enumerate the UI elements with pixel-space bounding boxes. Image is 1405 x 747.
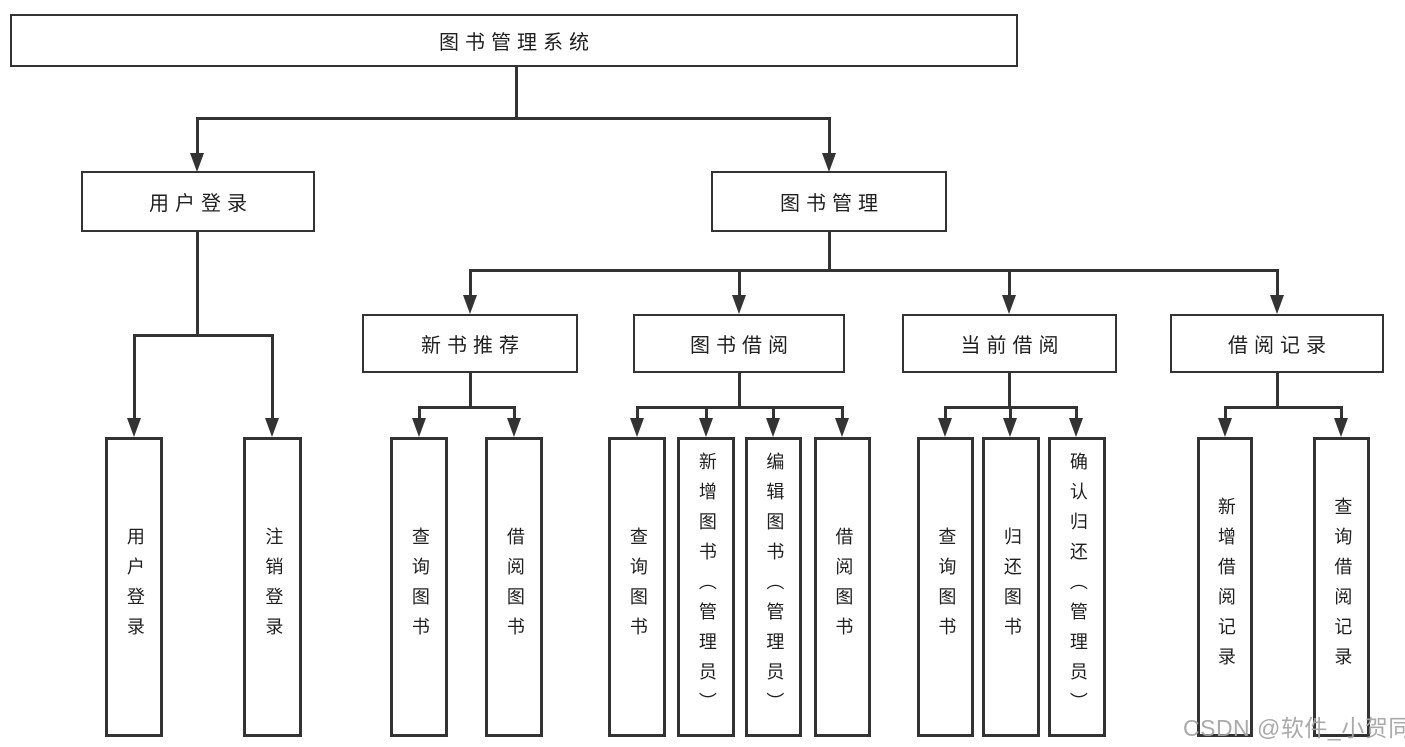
leaf-query-books-3: 查询图书 — [917, 437, 974, 737]
arrowhead-leaf-add-book — [699, 418, 713, 437]
leaf-query-borrow-record: 查询借阅记录 — [1313, 437, 1370, 737]
node-book-management-label: 图书管理 — [780, 193, 884, 215]
connector-to-leaf-query-3 — [944, 406, 947, 422]
arrowhead-leaf-user-login — [127, 418, 141, 437]
node-borrowing-records: 借阅记录 — [1170, 314, 1384, 373]
leaf-logout-label: 注销登录 — [263, 527, 284, 647]
connector-to-book-management — [828, 117, 831, 157]
leaf-borrow-books-2: 借阅图书 — [814, 437, 871, 737]
arrowhead-leaf-confirm-return — [1069, 418, 1083, 437]
arrowhead-leaf-edit-book — [766, 418, 780, 437]
connector-to-leaf-add-record — [1224, 406, 1227, 422]
arrowhead-new-book-recommend — [463, 295, 477, 314]
node-borrowing-records-label: 借阅记录 — [1228, 335, 1332, 357]
arrowhead-book-borrowing — [732, 295, 746, 314]
arrowhead-current-borrowing — [1002, 295, 1016, 314]
connector-root-stem — [515, 66, 518, 119]
arrowhead-leaf-return — [1003, 418, 1017, 437]
leaf-add-borrow-record: 新增借阅记录 — [1197, 437, 1253, 737]
connector-book-management-stem — [828, 232, 831, 271]
connector-user-login-branch — [133, 334, 274, 337]
leaf-query-borrow-record-label: 查询借阅记录 — [1332, 497, 1353, 677]
connector-to-leaf-borrow-1 — [513, 406, 516, 422]
arrowhead-leaf-query-1 — [412, 418, 426, 437]
arrowhead-leaf-query-2 — [630, 418, 644, 437]
connector-to-leaf-user-login — [133, 334, 136, 420]
node-new-book-recommend-label: 新书推荐 — [421, 335, 525, 357]
leaf-return-books-label: 归还图书 — [1001, 527, 1022, 647]
arrowhead-borrowing-records — [1270, 295, 1284, 314]
connector-root-branch — [196, 117, 831, 120]
arrowhead-leaf-query-3 — [938, 418, 952, 437]
leaf-confirm-return-admin: 确认归还（管理员） — [1048, 437, 1106, 737]
connector-to-leaf-add-book — [705, 406, 708, 422]
connector-to-leaf-logout — [271, 334, 274, 420]
csdn-watermark: CSDN @软件_小贺同学 — [1183, 715, 1405, 741]
leaf-user-login-label: 用户登录 — [124, 527, 145, 647]
arrowhead-leaf-logout — [265, 418, 279, 437]
connector-to-leaf-borrow-2 — [841, 406, 844, 422]
leaf-query-books-1-label: 查询图书 — [409, 527, 430, 647]
connector-new-book-stem — [469, 373, 472, 407]
leaf-query-books-3-label: 查询图书 — [936, 527, 957, 647]
arrowhead-leaf-borrow-1 — [507, 418, 521, 437]
leaf-query-books-2: 查询图书 — [608, 437, 666, 737]
connector-records-stem — [1276, 373, 1279, 407]
leaf-add-book-admin-label: 新增图书（管理员） — [696, 452, 717, 722]
node-book-borrowing-label: 图书借阅 — [690, 335, 794, 357]
leaf-add-book-admin: 新增图书（管理员） — [677, 437, 735, 737]
node-current-borrowing: 当前借阅 — [902, 314, 1117, 373]
connector-to-leaf-return — [1009, 406, 1012, 422]
connector-new-book-branch — [418, 406, 516, 409]
node-root: 图书管理系统 — [10, 14, 1018, 67]
leaf-query-books-2-label: 查询图书 — [627, 527, 648, 647]
connector-to-user-login — [196, 117, 199, 157]
connector-book-borrowing-branch — [636, 406, 844, 409]
connector-to-leaf-confirm-return — [1075, 406, 1078, 422]
leaf-borrow-books-2-label: 借阅图书 — [833, 527, 854, 647]
connector-book-borrowing-stem — [738, 373, 741, 407]
node-book-borrowing: 图书借阅 — [633, 314, 845, 373]
connector-current-borrowing-stem — [1008, 373, 1011, 407]
connector-to-leaf-query-record — [1340, 406, 1343, 422]
node-user-login: 用户登录 — [81, 171, 315, 232]
connector-user-login-stem — [196, 232, 199, 336]
leaf-confirm-return-admin-label: 确认归还（管理员） — [1067, 452, 1088, 722]
leaf-edit-book-admin-label: 编辑图书（管理员） — [764, 452, 785, 722]
arrowhead-leaf-add-record — [1218, 418, 1232, 437]
node-root-label: 图书管理系统 — [439, 32, 595, 54]
leaf-return-books: 归还图书 — [982, 437, 1040, 737]
connector-records-branch — [1224, 406, 1343, 409]
leaf-add-borrow-record-label: 新增借阅记录 — [1215, 497, 1236, 677]
leaf-query-books-1: 查询图书 — [390, 437, 448, 737]
connector-to-current-borrowing — [1008, 269, 1011, 298]
connector-level3-branch — [469, 269, 1279, 272]
node-book-management: 图书管理 — [711, 171, 947, 232]
connector-to-book-borrowing — [738, 269, 741, 298]
connector-to-new-book-recommend — [469, 269, 472, 298]
connector-to-leaf-edit-book — [772, 406, 775, 422]
node-user-login-label: 用户登录 — [149, 193, 253, 215]
leaf-user-login: 用户登录 — [105, 437, 163, 737]
leaf-edit-book-admin: 编辑图书（管理员） — [745, 437, 802, 737]
arrowhead-leaf-borrow-2 — [835, 418, 849, 437]
leaf-borrow-books-1-label: 借阅图书 — [504, 527, 525, 647]
arrowhead-leaf-query-record — [1334, 418, 1348, 437]
leaf-logout: 注销登录 — [243, 437, 302, 737]
leaf-borrow-books-1: 借阅图书 — [485, 437, 543, 737]
node-current-borrowing-label: 当前借阅 — [960, 335, 1065, 357]
arrowhead-book-management — [822, 153, 836, 172]
arrowhead-user-login — [190, 153, 204, 172]
node-new-book-recommend: 新书推荐 — [362, 314, 578, 373]
connector-to-borrowing-records — [1276, 269, 1279, 298]
connector-to-leaf-query-2 — [636, 406, 639, 422]
connector-to-leaf-query-1 — [418, 406, 421, 422]
